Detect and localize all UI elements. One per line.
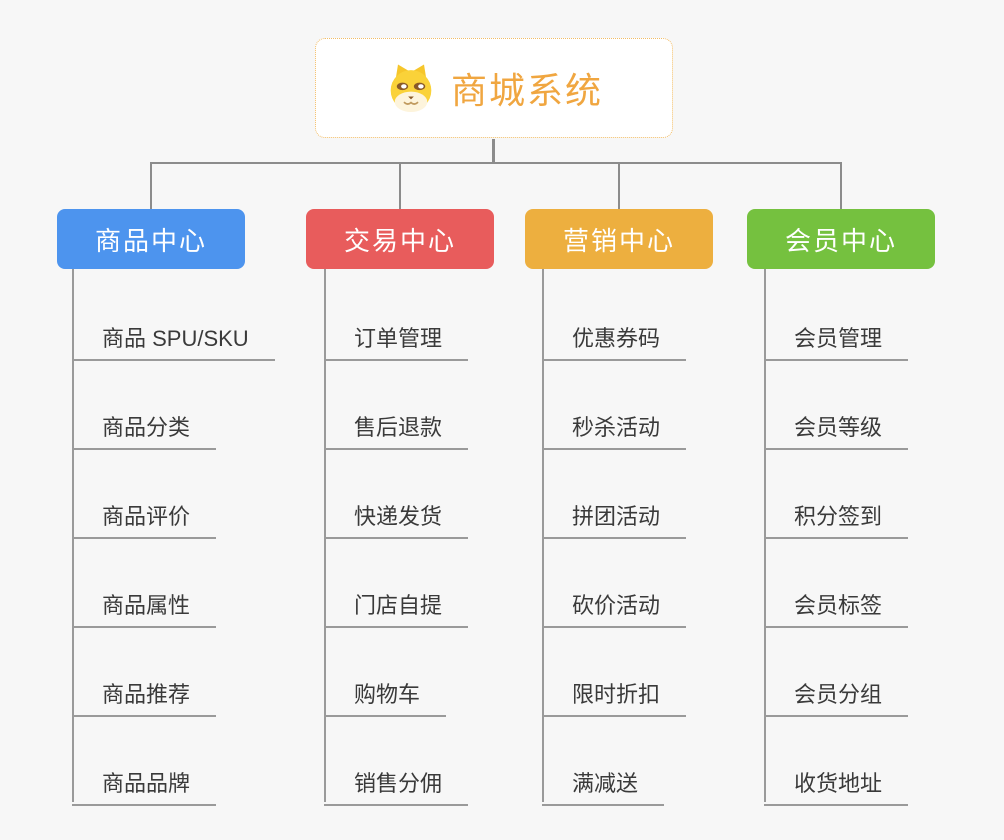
leaf-product-spu-sku[interactable]: 商品 SPU/SKU — [72, 315, 275, 361]
branch-trunk-product — [72, 269, 74, 802]
branch-trunk-member — [764, 269, 766, 802]
leaf-order-management[interactable]: 订单管理 — [324, 315, 469, 361]
leaf-sales-commission[interactable]: 销售分佣 — [324, 760, 469, 806]
leaf-flash-sale[interactable]: 秒杀活动 — [542, 404, 687, 450]
connector-root-stem — [492, 139, 495, 163]
leaf-member-level[interactable]: 会员等级 — [764, 404, 909, 450]
branch-box-marketing[interactable]: 营销中心 — [525, 209, 713, 269]
connector-bus — [150, 162, 842, 164]
leaf-store-pickup[interactable]: 门店自提 — [324, 582, 469, 628]
leaf-shopping-cart[interactable]: 购物车 — [324, 671, 447, 717]
leaf-shipping-address[interactable]: 收货地址 — [764, 760, 909, 806]
leaf-after-sale-refund[interactable]: 售后退款 — [324, 404, 469, 450]
root-topic-label: 商城系统 — [450, 70, 603, 111]
leaf-group-buy[interactable]: 拼团活动 — [542, 493, 687, 539]
leaf-product-recommend[interactable]: 商品推荐 — [72, 671, 217, 717]
connector-drop-4 — [840, 162, 842, 209]
branch-box-product[interactable]: 商品中心 — [57, 209, 245, 269]
leaf-member-tag[interactable]: 会员标签 — [764, 582, 909, 628]
connector-drop-2 — [399, 162, 401, 209]
root-topic[interactable]: 商城系统 — [315, 38, 673, 138]
leaf-express-delivery[interactable]: 快递发货 — [324, 493, 469, 539]
leaf-bargain-activity[interactable]: 砍价活动 — [542, 582, 687, 628]
leaf-points-checkin[interactable]: 积分签到 — [764, 493, 909, 539]
leaf-coupon-code[interactable]: 优惠券码 — [542, 315, 687, 361]
leaf-product-category[interactable]: 商品分类 — [72, 404, 217, 450]
leaf-member-management[interactable]: 会员管理 — [764, 315, 909, 361]
leaf-member-group[interactable]: 会员分组 — [764, 671, 909, 717]
leaf-full-reduction[interactable]: 满减送 — [542, 760, 665, 806]
leaf-product-brand[interactable]: 商品品牌 — [72, 760, 217, 806]
leaf-product-attribute[interactable]: 商品属性 — [72, 582, 217, 628]
branch-trunk-trade — [324, 269, 326, 802]
connector-drop-3 — [618, 162, 620, 209]
leaf-product-review[interactable]: 商品评价 — [72, 493, 217, 539]
branch-box-member[interactable]: 会员中心 — [747, 209, 935, 269]
dog-icon — [390, 64, 432, 112]
leaf-limited-discount[interactable]: 限时折扣 — [542, 671, 687, 717]
branch-box-trade[interactable]: 交易中心 — [306, 209, 494, 269]
branch-trunk-marketing — [542, 269, 544, 802]
connector-drop-1 — [150, 162, 152, 209]
